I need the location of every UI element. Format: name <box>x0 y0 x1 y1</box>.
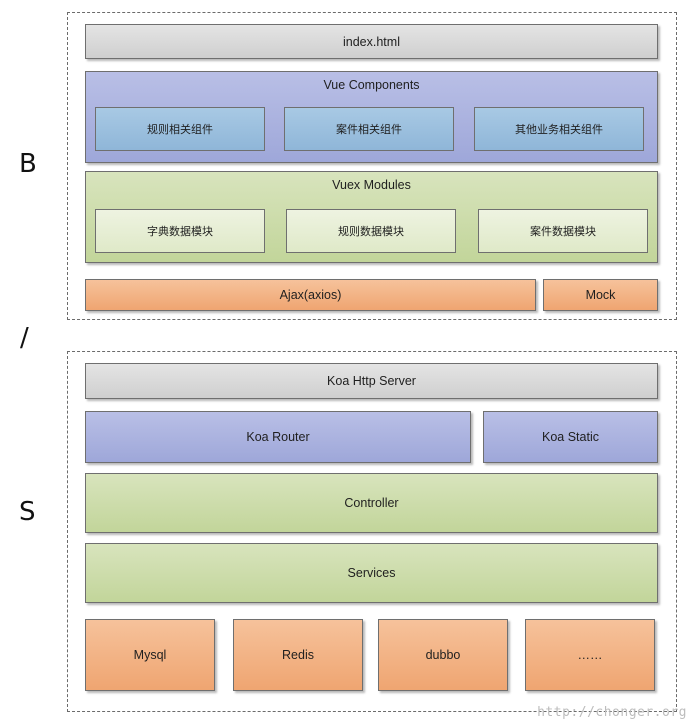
separator-label: / <box>20 323 29 353</box>
browser-frame <box>67 12 677 320</box>
vue-component-cases: 案件相关组件 <box>284 107 454 151</box>
index-html-box: index.html <box>85 24 658 59</box>
controller-box: Controller <box>85 473 658 533</box>
vue-component-rules: 规则相关组件 <box>95 107 265 151</box>
mysql-box: Mysql <box>85 619 215 691</box>
vuex-module-cases: 案件数据模块 <box>478 209 648 253</box>
vuex-module-rules: 规则数据模块 <box>286 209 456 253</box>
vuex-module-dictionary: 字典数据模块 <box>95 209 265 253</box>
more-storage-box: …… <box>525 619 655 691</box>
vue-components-title: Vue Components <box>323 78 420 92</box>
server-label: S <box>19 497 36 527</box>
koa-static-box: Koa Static <box>483 411 658 463</box>
vuex-modules-title: Vuex Modules <box>332 178 411 192</box>
dubbo-box: dubbo <box>378 619 508 691</box>
services-box: Services <box>85 543 658 603</box>
koa-router-box: Koa Router <box>85 411 471 463</box>
redis-box: Redis <box>233 619 363 691</box>
koa-http-server-box: Koa Http Server <box>85 363 658 399</box>
vue-component-other: 其他业务相关组件 <box>474 107 644 151</box>
server-frame <box>67 351 677 712</box>
watermark-text: http://chonger.org <box>537 705 687 720</box>
browser-label: B <box>19 149 37 179</box>
mock-box: Mock <box>543 279 658 311</box>
ajax-box: Ajax(axios) <box>85 279 536 311</box>
